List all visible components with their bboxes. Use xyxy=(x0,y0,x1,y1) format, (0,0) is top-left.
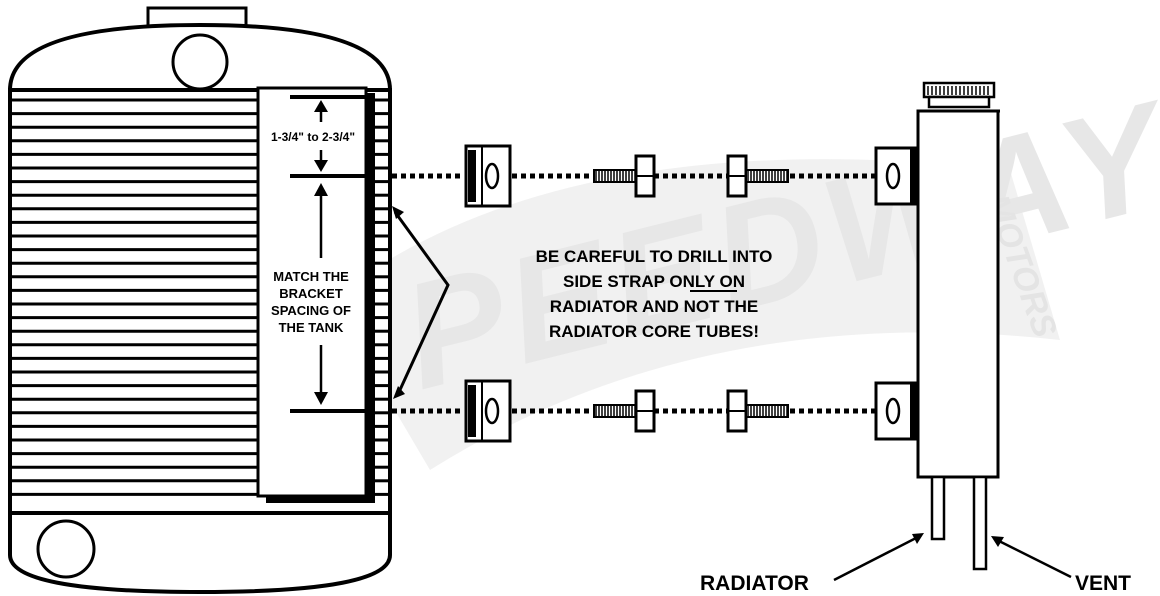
pointer-chevron xyxy=(393,211,450,393)
pointer-arrowhead-top xyxy=(392,206,404,219)
tank-cap-knurl xyxy=(927,86,989,95)
radiator-arrowhead xyxy=(912,533,924,544)
mounting-hardware-upper xyxy=(392,144,876,208)
vent-port-tube xyxy=(972,475,988,571)
spacing-arrowhead-up xyxy=(314,183,328,196)
warning-line-4: RADIATOR CORE TUBES! xyxy=(549,322,759,341)
bracket-block-shade xyxy=(468,150,476,202)
port-label-arrows xyxy=(833,535,1072,582)
pointer-arrows xyxy=(393,211,450,393)
arrowhead-up xyxy=(314,100,328,112)
mounting-hardware-lower xyxy=(392,379,876,443)
match-bracket-line-4: THE TANK xyxy=(279,320,344,335)
radiator-port-tube xyxy=(930,475,946,541)
side-strap-shadow xyxy=(366,93,375,503)
dimension-arrows xyxy=(314,100,328,405)
radiator-bottom-tank xyxy=(8,511,392,595)
bracket-hole xyxy=(484,162,500,190)
vent-port-label: VENT xyxy=(1075,572,1131,595)
radiator-port-label: RADIATOR xyxy=(700,572,809,595)
overflow-tank xyxy=(874,81,1000,571)
radiator-outlet-circle xyxy=(36,519,96,579)
tank-tab-lower-hole xyxy=(885,397,901,425)
pointer-arrowhead-bottom xyxy=(393,386,405,399)
tank-tab-upper-hole xyxy=(885,162,901,190)
radiator-cap-circle xyxy=(171,33,229,91)
vent-label-arrow xyxy=(996,538,1072,579)
side-strap-shadow-bottom xyxy=(266,496,375,503)
radiator-core-tubes xyxy=(10,98,390,496)
match-bracket-line-1: MATCH THE xyxy=(273,269,349,284)
watermark-text: PEEDWAY xyxy=(387,68,1160,421)
arrowhead-down xyxy=(314,160,328,172)
warning-line-3: RADIATOR AND NOT THE xyxy=(550,297,758,316)
radiator-label-arrow xyxy=(833,535,919,582)
tank-tab-lower-shade xyxy=(910,383,918,439)
warning-line-2: SIDE STRAP ONLY ON xyxy=(563,272,745,291)
vent-arrowhead xyxy=(991,536,1004,547)
match-bracket-line-2: BRACKET xyxy=(279,286,343,301)
tank-tab-upper-shade xyxy=(910,148,918,204)
spacing-arrowhead-down xyxy=(314,392,328,405)
radiator-side-strap xyxy=(256,86,368,498)
tank-cap-base xyxy=(927,95,991,109)
match-bracket-label: MATCH THE BRACKET SPACING OF THE TANK xyxy=(271,269,351,335)
match-bracket-line-3: SPACING OF xyxy=(271,303,351,318)
warning-line-1: BE CAREFUL TO DRILL INTO xyxy=(536,247,773,266)
drill-warning: BE CAREFUL TO DRILL INTO SIDE STRAP ONLY… xyxy=(536,247,773,341)
bracket-hole xyxy=(484,397,500,425)
tank-body xyxy=(916,109,1000,479)
bracket-block-shade xyxy=(468,385,476,437)
spacing-dimension-label: 1-3/4" to 2-3/4" xyxy=(271,130,355,144)
